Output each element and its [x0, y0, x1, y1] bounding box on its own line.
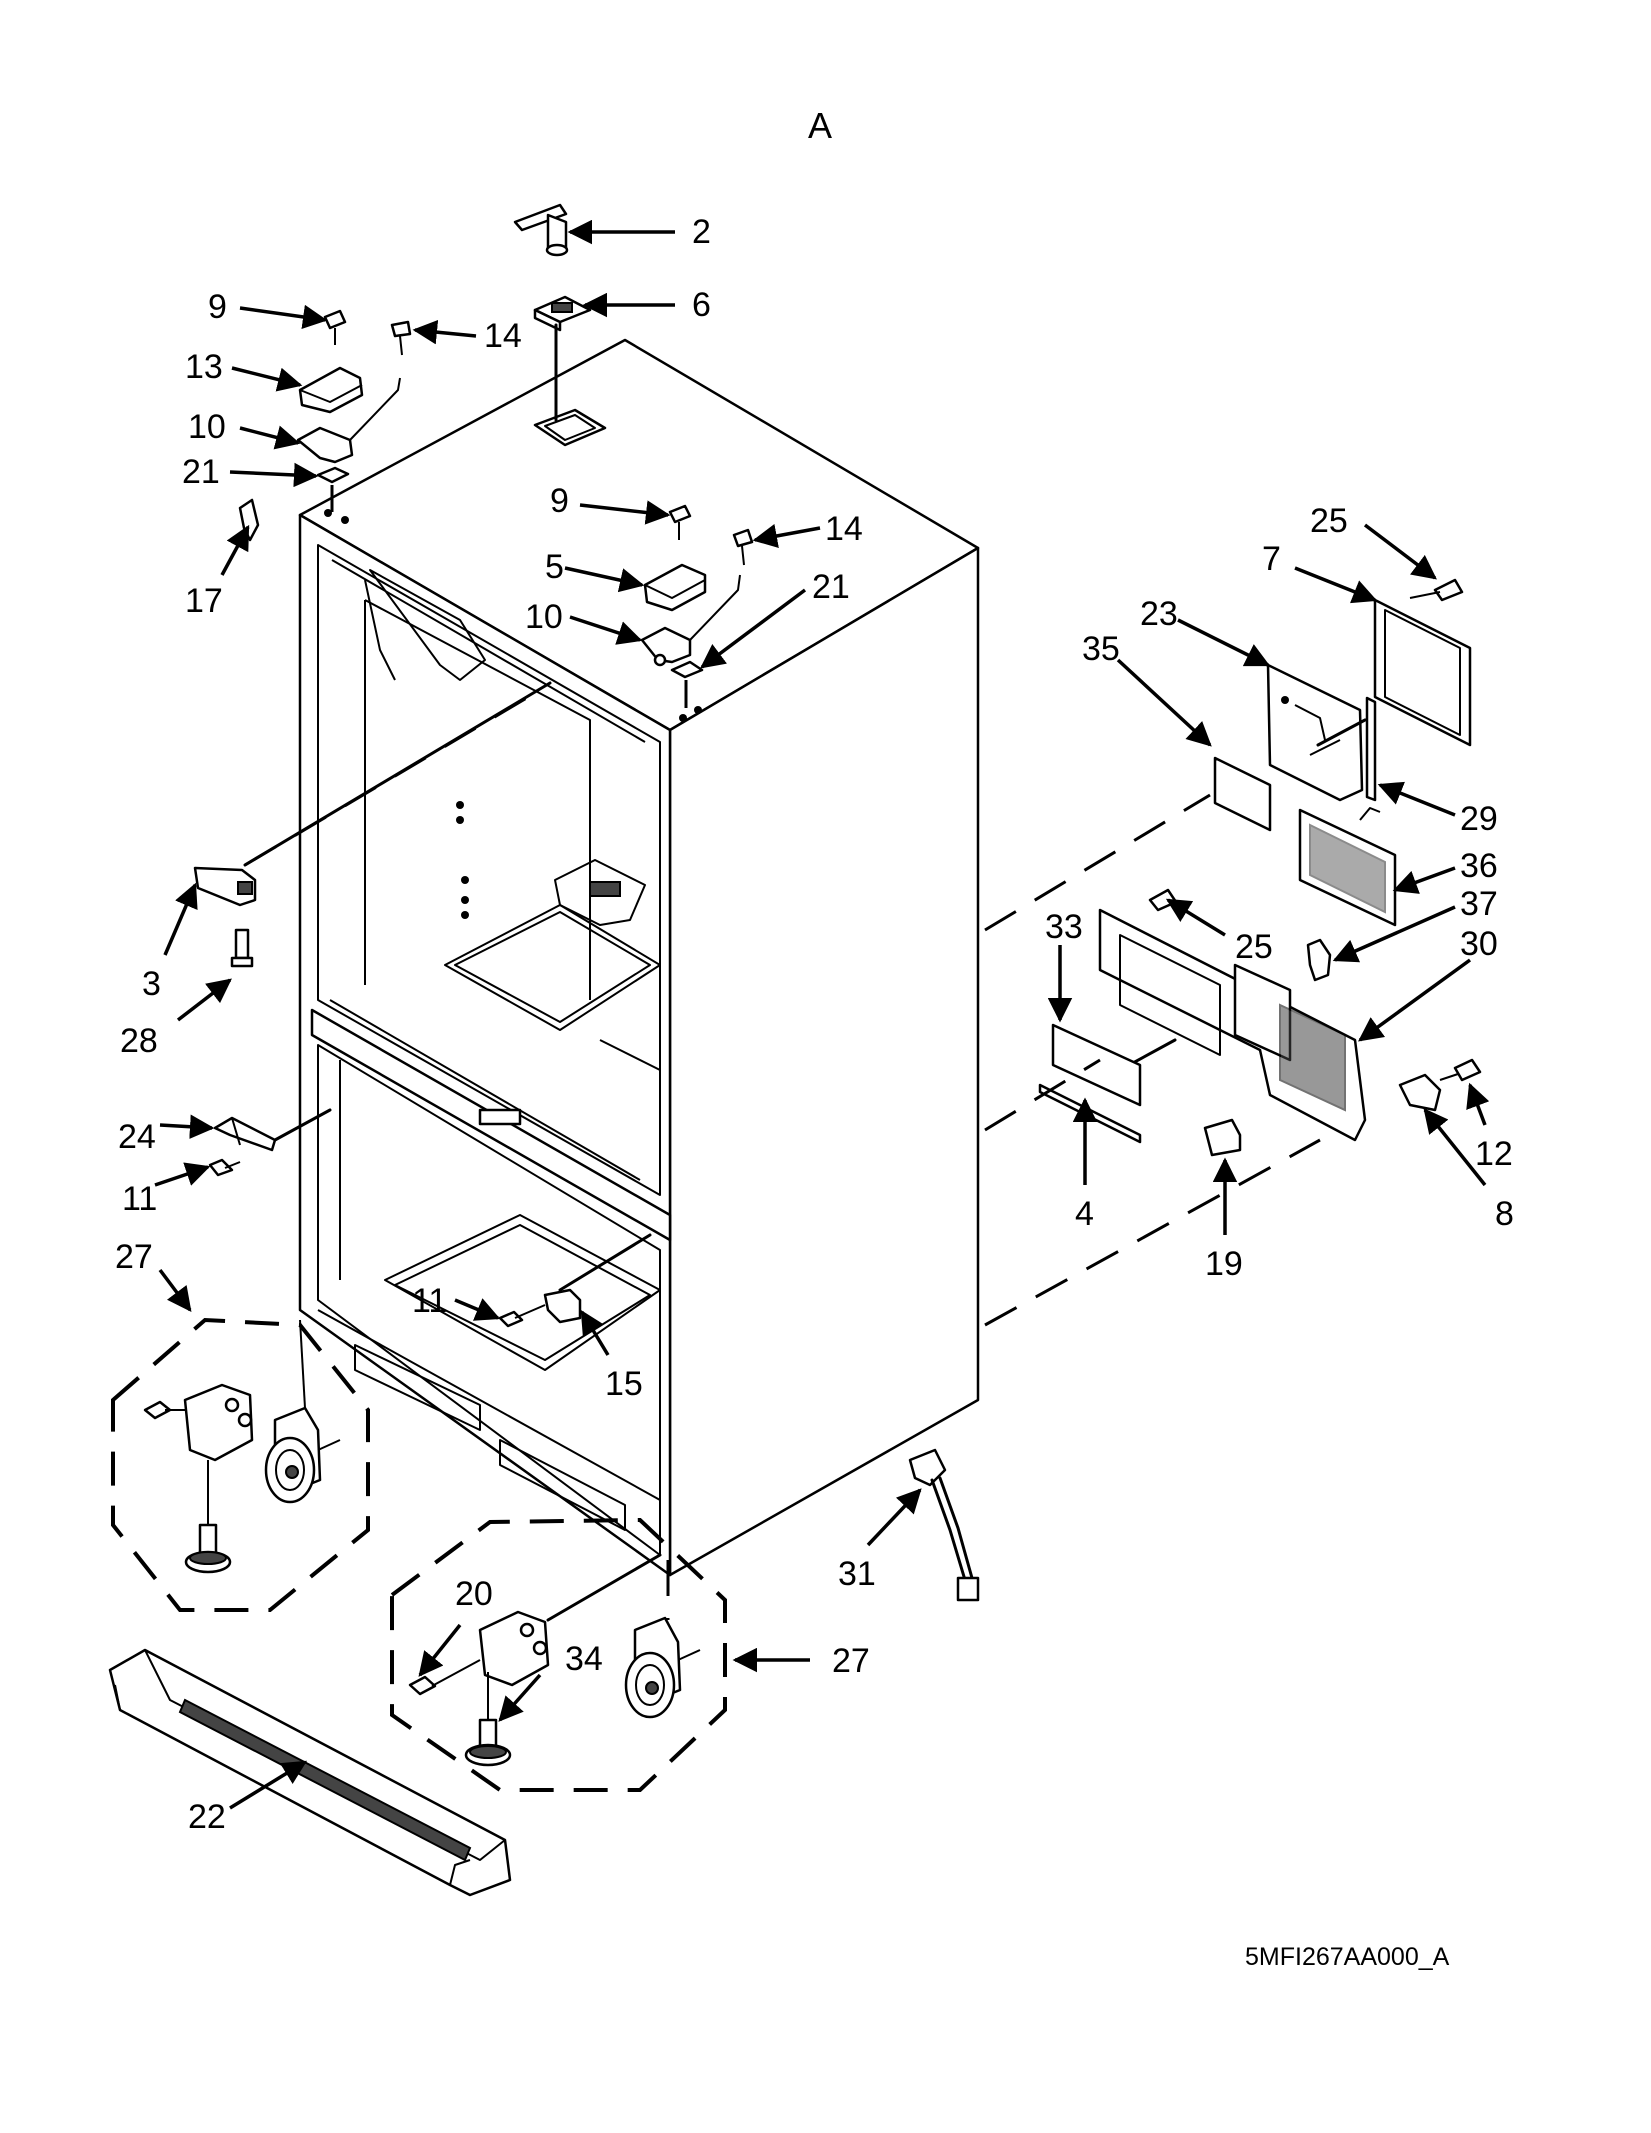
callout-9: 9 [550, 482, 569, 520]
freezer-parts [498, 1233, 652, 1328]
callout-33: 33 [1045, 908, 1083, 946]
callout-22: 22 [188, 1798, 226, 1836]
callout-10: 10 [525, 598, 563, 636]
callout-15: 15 [605, 1365, 643, 1403]
callout-21: 21 [812, 568, 850, 606]
guide-lines [984, 793, 1321, 1327]
toe-grille [108, 1648, 512, 1897]
callout-19: 19 [1205, 1245, 1243, 1283]
callout-23: 23 [1140, 595, 1178, 633]
callout-25: 25 [1310, 502, 1348, 540]
callout-13: 13 [185, 348, 223, 386]
callout-17: 17 [185, 582, 223, 620]
callout-27: 27 [115, 1238, 153, 1276]
callout-14: 14 [825, 510, 863, 548]
callout-7: 7 [1262, 540, 1281, 578]
callout-24: 24 [118, 1118, 156, 1156]
water-inlet-parts [513, 203, 592, 422]
callout-31: 31 [838, 1555, 876, 1593]
callout-20: 20 [455, 1575, 493, 1613]
callout-4: 4 [1075, 1195, 1094, 1233]
callout-14: 14 [484, 317, 522, 355]
callout-30: 30 [1460, 925, 1498, 963]
callout-28: 28 [120, 1022, 158, 1060]
right-caster-assembly [390, 1517, 727, 1792]
sheet-letter: A [808, 105, 832, 146]
callout-9: 9 [208, 288, 227, 326]
callout-36: 36 [1460, 847, 1498, 885]
callout-arrows [154, 219, 1490, 1810]
left-side-parts [193, 681, 552, 1177]
center-hinge-assembly [640, 504, 754, 708]
callout-2: 2 [692, 213, 711, 251]
callout-29: 29 [1460, 800, 1498, 838]
callout-labels: 2 6 9 14 13 10 21 17 9 14 5 21 10 25 7 2… [115, 213, 1514, 1836]
callout-3: 3 [142, 965, 161, 1003]
callout-21: 21 [182, 453, 220, 491]
callout-34: 34 [565, 1640, 603, 1678]
callout-5: 5 [545, 548, 564, 586]
wire-harness [908, 1448, 980, 1602]
callout-10: 10 [188, 408, 226, 446]
callout-27: 27 [832, 1642, 870, 1680]
diagram-code: 5MFI267AA000_A [1245, 1943, 1450, 1971]
callout-11: 11 [412, 1282, 447, 1320]
callout-8: 8 [1495, 1195, 1514, 1233]
left-hinge-assembly [238, 309, 412, 542]
callout-25: 25 [1235, 928, 1273, 966]
callout-35: 35 [1082, 630, 1120, 668]
callout-37: 37 [1460, 885, 1498, 923]
callout-6: 6 [692, 286, 711, 324]
left-caster-assembly [111, 1317, 370, 1612]
callout-11: 11 [122, 1180, 157, 1218]
callout-12: 12 [1475, 1135, 1513, 1173]
